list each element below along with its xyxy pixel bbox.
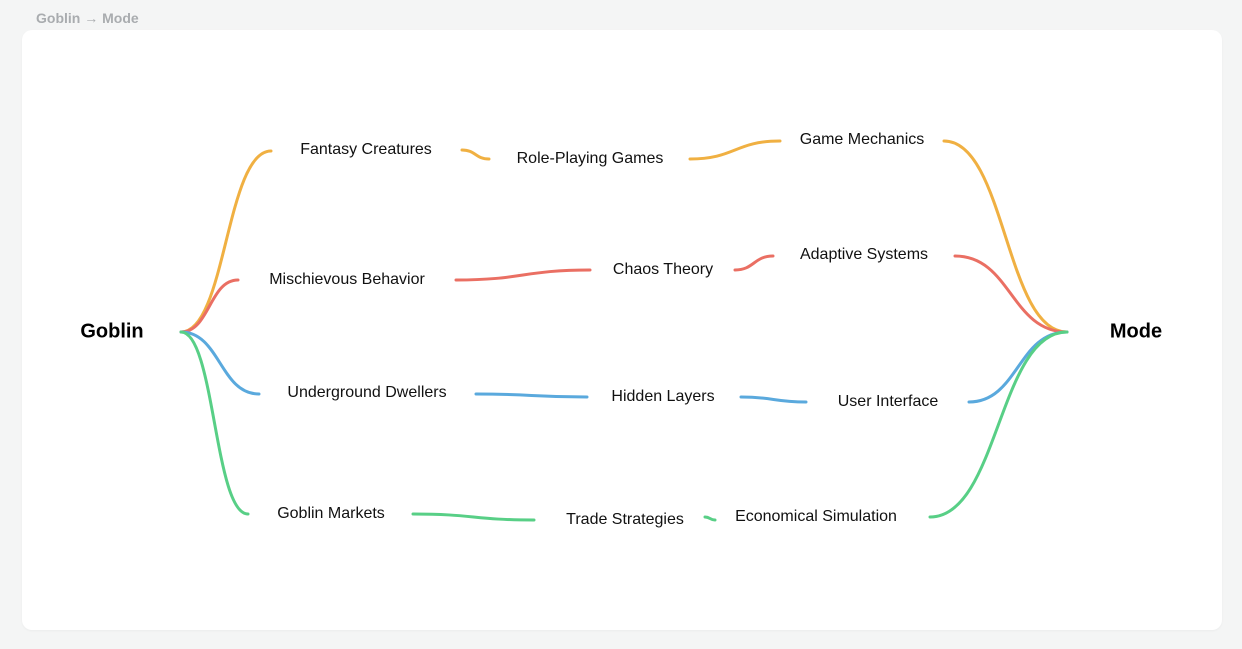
- edge-green: [928, 330, 1069, 519]
- node-label: Trade Strategies: [566, 511, 684, 528]
- edge-orange: [942, 139, 1069, 334]
- edge-blue: [179, 330, 261, 396]
- node-label: Role-Playing Games: [517, 150, 664, 167]
- edge-orange: [460, 148, 491, 161]
- source-node-label: Goblin: [80, 320, 143, 342]
- edge-red: [733, 254, 775, 272]
- edge-green: [179, 330, 250, 516]
- edge-blue: [739, 395, 808, 404]
- edge-blue: [967, 330, 1069, 404]
- breadcrumb: Goblin → Mode: [36, 10, 139, 26]
- edge-orange: [688, 139, 782, 161]
- node-label: Fantasy Creatures: [300, 141, 432, 158]
- node-label: Adaptive Systems: [800, 246, 928, 263]
- target-node-label: Mode: [1110, 320, 1162, 342]
- node-label: Chaos Theory: [613, 261, 713, 278]
- node-label: User Interface: [838, 393, 939, 410]
- node-label: Goblin Markets: [277, 505, 385, 522]
- labels-layer: Goblin Mode Fantasy Creatures Role-Playi…: [80, 131, 1162, 528]
- edge-red: [454, 268, 592, 282]
- edge-red: [179, 278, 240, 334]
- node-label: Underground Dwellers: [287, 384, 446, 401]
- node-label: Mischievous Behavior: [269, 271, 425, 288]
- edge-red: [953, 254, 1069, 334]
- diagram-card: [22, 30, 1222, 630]
- node-label: Game Mechanics: [800, 131, 925, 148]
- edge-green: [703, 515, 717, 522]
- node-label: Economical Simulation: [735, 508, 897, 525]
- edge-blue: [474, 392, 589, 399]
- node-label: Hidden Layers: [611, 388, 714, 405]
- edge-green: [411, 512, 536, 522]
- edges-layer: [179, 139, 1069, 522]
- edge-orange: [179, 149, 273, 334]
